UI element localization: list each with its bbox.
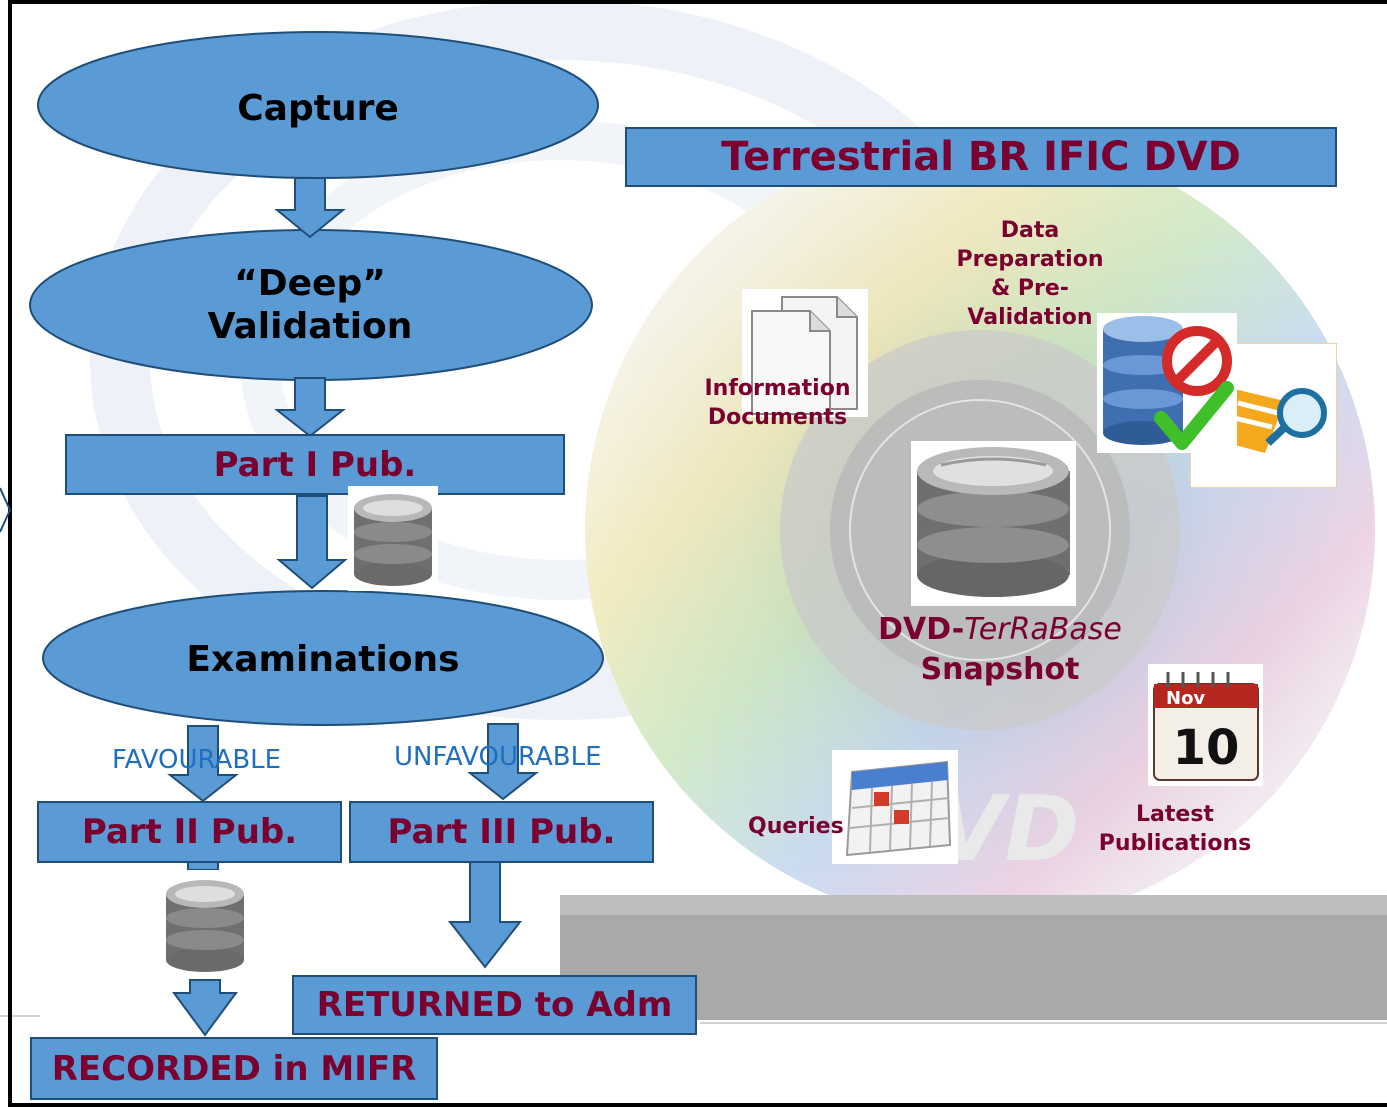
arrow-down xyxy=(167,725,239,803)
data-prep-line: & Pre- xyxy=(991,276,1069,301)
part1-label: Part I Pub. xyxy=(213,444,417,485)
arrow-down xyxy=(274,377,346,438)
checkmark-icon xyxy=(1154,381,1234,450)
arrow-down xyxy=(274,177,346,239)
part2-box: Part II Pub. xyxy=(37,801,342,863)
recorded-label: RECORDED in MIFR xyxy=(51,1048,417,1089)
chevron-right-icon xyxy=(0,487,12,533)
calendar-month: Nov xyxy=(1166,688,1205,709)
queries-label: Queries xyxy=(748,814,844,839)
snapshot-prefix: DVD- xyxy=(878,612,965,647)
data-prep-line: Preparation xyxy=(956,247,1104,272)
snapshot-italic: TerRaBase xyxy=(964,612,1122,647)
snapshot-line1: DVD-TerRaBase xyxy=(855,610,1145,650)
deep-validation-line1: “Deep” xyxy=(234,263,386,304)
data-prep-line: Validation xyxy=(967,305,1093,330)
returned-box: RETURNED to Adm xyxy=(292,975,697,1035)
information-documents-label: Information Documents xyxy=(690,374,865,432)
recorded-box: RECORDED in MIFR xyxy=(30,1037,438,1100)
favourable-label: FAVOURABLE xyxy=(112,745,282,775)
arrow-down xyxy=(467,723,539,801)
deep-validation-line2: Validation xyxy=(207,306,413,347)
latest-publications-label: Latest Publications xyxy=(1080,800,1270,858)
latest-line1: Latest xyxy=(1136,802,1214,827)
calendar-day: 10 xyxy=(1173,720,1240,776)
snapshot-line2: Snapshot xyxy=(920,652,1080,687)
dvd-title: Terrestrial BR IFIC DVD xyxy=(721,134,1241,180)
dvd-title-box: Terrestrial BR IFIC DVD xyxy=(625,127,1337,187)
calendar-icon: Nov 10 xyxy=(1148,664,1263,786)
unfavourable-label: UNFAVOURABLE xyxy=(394,742,602,772)
latest-line2: Publications xyxy=(1098,831,1252,856)
arrow-down xyxy=(276,495,348,590)
returned-label: RETURNED to Adm xyxy=(316,985,673,1025)
divider-line xyxy=(700,1022,1387,1024)
info-docs-line1: Information xyxy=(704,376,851,401)
schedule-icon xyxy=(832,750,958,864)
slide-frame xyxy=(8,0,1387,1107)
part1-box: Part I Pub. xyxy=(65,434,565,495)
info-docs-line2: Documents xyxy=(707,405,848,430)
examinations-ellipse xyxy=(42,590,604,726)
database-icon xyxy=(162,870,248,978)
svg-text:VD: VD xyxy=(935,777,1079,882)
database-validate-icon xyxy=(1097,313,1237,453)
database-icon xyxy=(348,486,438,591)
snapshot-label: DVD-TerRaBase Snapshot xyxy=(855,610,1145,690)
examinations-label: Examinations xyxy=(186,639,460,680)
capture-label: Capture xyxy=(237,88,399,129)
data-prep-line: Data xyxy=(1000,218,1060,243)
arrow-down xyxy=(172,979,238,1037)
part3-box: Part III Pub. xyxy=(349,801,654,863)
data-preparation-label: Data Preparation & Pre- Validation xyxy=(930,216,1130,332)
flow-shapes xyxy=(0,31,604,1037)
database-icon xyxy=(911,441,1076,606)
part2-label: Part II Pub. xyxy=(81,812,298,852)
divider-line-left xyxy=(0,1015,40,1017)
arrow-down xyxy=(447,859,523,969)
document-icon xyxy=(742,289,868,417)
part3-label: Part III Pub. xyxy=(387,812,616,852)
